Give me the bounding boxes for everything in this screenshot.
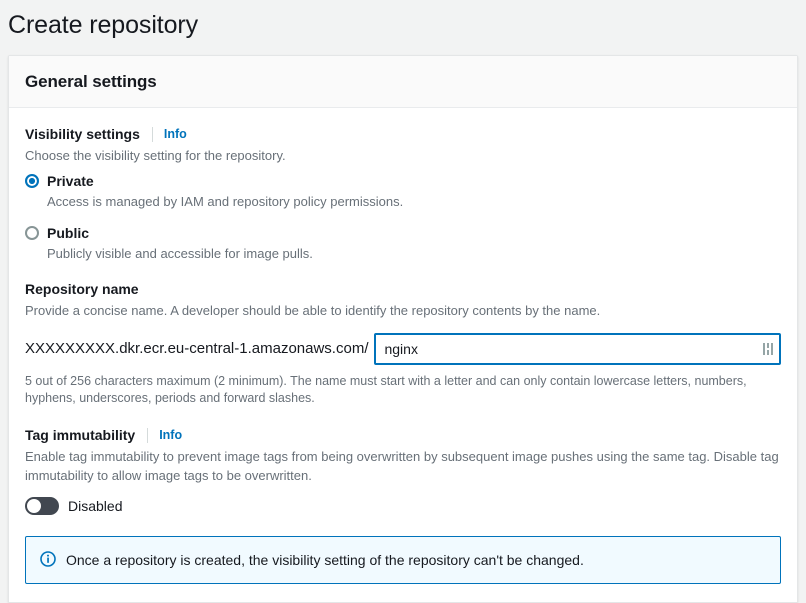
- info-circle-icon: [40, 551, 56, 567]
- toggle-knob: [27, 499, 41, 513]
- visibility-label-row: Visibility settings Info: [25, 124, 781, 144]
- radio-public-label: Public: [47, 225, 90, 241]
- visibility-info-link[interactable]: Info: [163, 127, 187, 141]
- repository-uri-row: XXXXXXXXX.dkr.ecr.eu-central-1.amazonaws…: [25, 333, 781, 365]
- repository-name-field: Repository name Provide a concise name. …: [25, 279, 781, 407]
- label-divider: [147, 427, 149, 443]
- tag-immutability-toggle[interactable]: [25, 497, 59, 515]
- visibility-settings-field: Visibility settings Info Choose the visi…: [25, 124, 781, 263]
- tag-immutability-label: Tag immutability: [25, 427, 136, 443]
- repository-name-input-wrap: [374, 333, 781, 365]
- tag-immutability-info-link[interactable]: Info: [159, 428, 183, 442]
- radio-public-description: Publicly visible and accessible for imag…: [47, 246, 313, 261]
- tag-immutability-toggle-row[interactable]: Disabled: [25, 496, 781, 516]
- visibility-radio-group: Private Access is managed by IAM and rep…: [25, 171, 781, 263]
- radio-public-row[interactable]: Public: [25, 223, 781, 243]
- card-header-title: General settings: [25, 72, 157, 91]
- repository-name-label: Repository name: [25, 281, 139, 297]
- card-body: Visibility settings Info Choose the visi…: [9, 108, 797, 602]
- repository-name-input[interactable]: [374, 333, 781, 365]
- visibility-info-alert: Once a repository is created, the visibi…: [25, 536, 781, 584]
- visibility-description: Choose the visibility setting for the re…: [25, 148, 286, 163]
- radio-private-label: Private: [47, 173, 94, 189]
- repository-name-label-row: Repository name: [25, 279, 781, 299]
- tag-immutability-label-row: Tag immutability Info: [25, 425, 781, 445]
- repository-name-description: Provide a concise name. A developer shou…: [25, 303, 601, 318]
- registry-uri-prefix: XXXXXXXXX.dkr.ecr.eu-central-1.amazonaws…: [25, 340, 369, 357]
- tag-immutability-field: Tag immutability Info Enable tag immutab…: [25, 425, 781, 516]
- general-settings-card: General settings Visibility settings Inf…: [8, 55, 798, 603]
- radio-public-icon[interactable]: [25, 226, 39, 240]
- card-header: General settings: [9, 56, 797, 108]
- label-divider: [151, 126, 153, 142]
- tag-immutability-toggle-label: Disabled: [68, 498, 123, 514]
- visibility-settings-label: Visibility settings: [25, 126, 140, 142]
- page-title: Create repository: [8, 11, 199, 39]
- radio-private-icon[interactable]: [25, 174, 39, 188]
- tag-immutability-description: Enable tag immutability to prevent image…: [25, 449, 779, 483]
- radio-option-public: Public Publicly visible and accessible f…: [25, 223, 781, 263]
- radio-option-private: Private Access is managed by IAM and rep…: [25, 171, 781, 211]
- radio-private-description: Access is managed by IAM and repository …: [47, 194, 404, 209]
- repository-name-constraint: 5 out of 256 characters maximum (2 minim…: [25, 374, 747, 405]
- alert-message: Once a repository is created, the visibi…: [66, 552, 584, 568]
- radio-private-row[interactable]: Private: [25, 171, 781, 191]
